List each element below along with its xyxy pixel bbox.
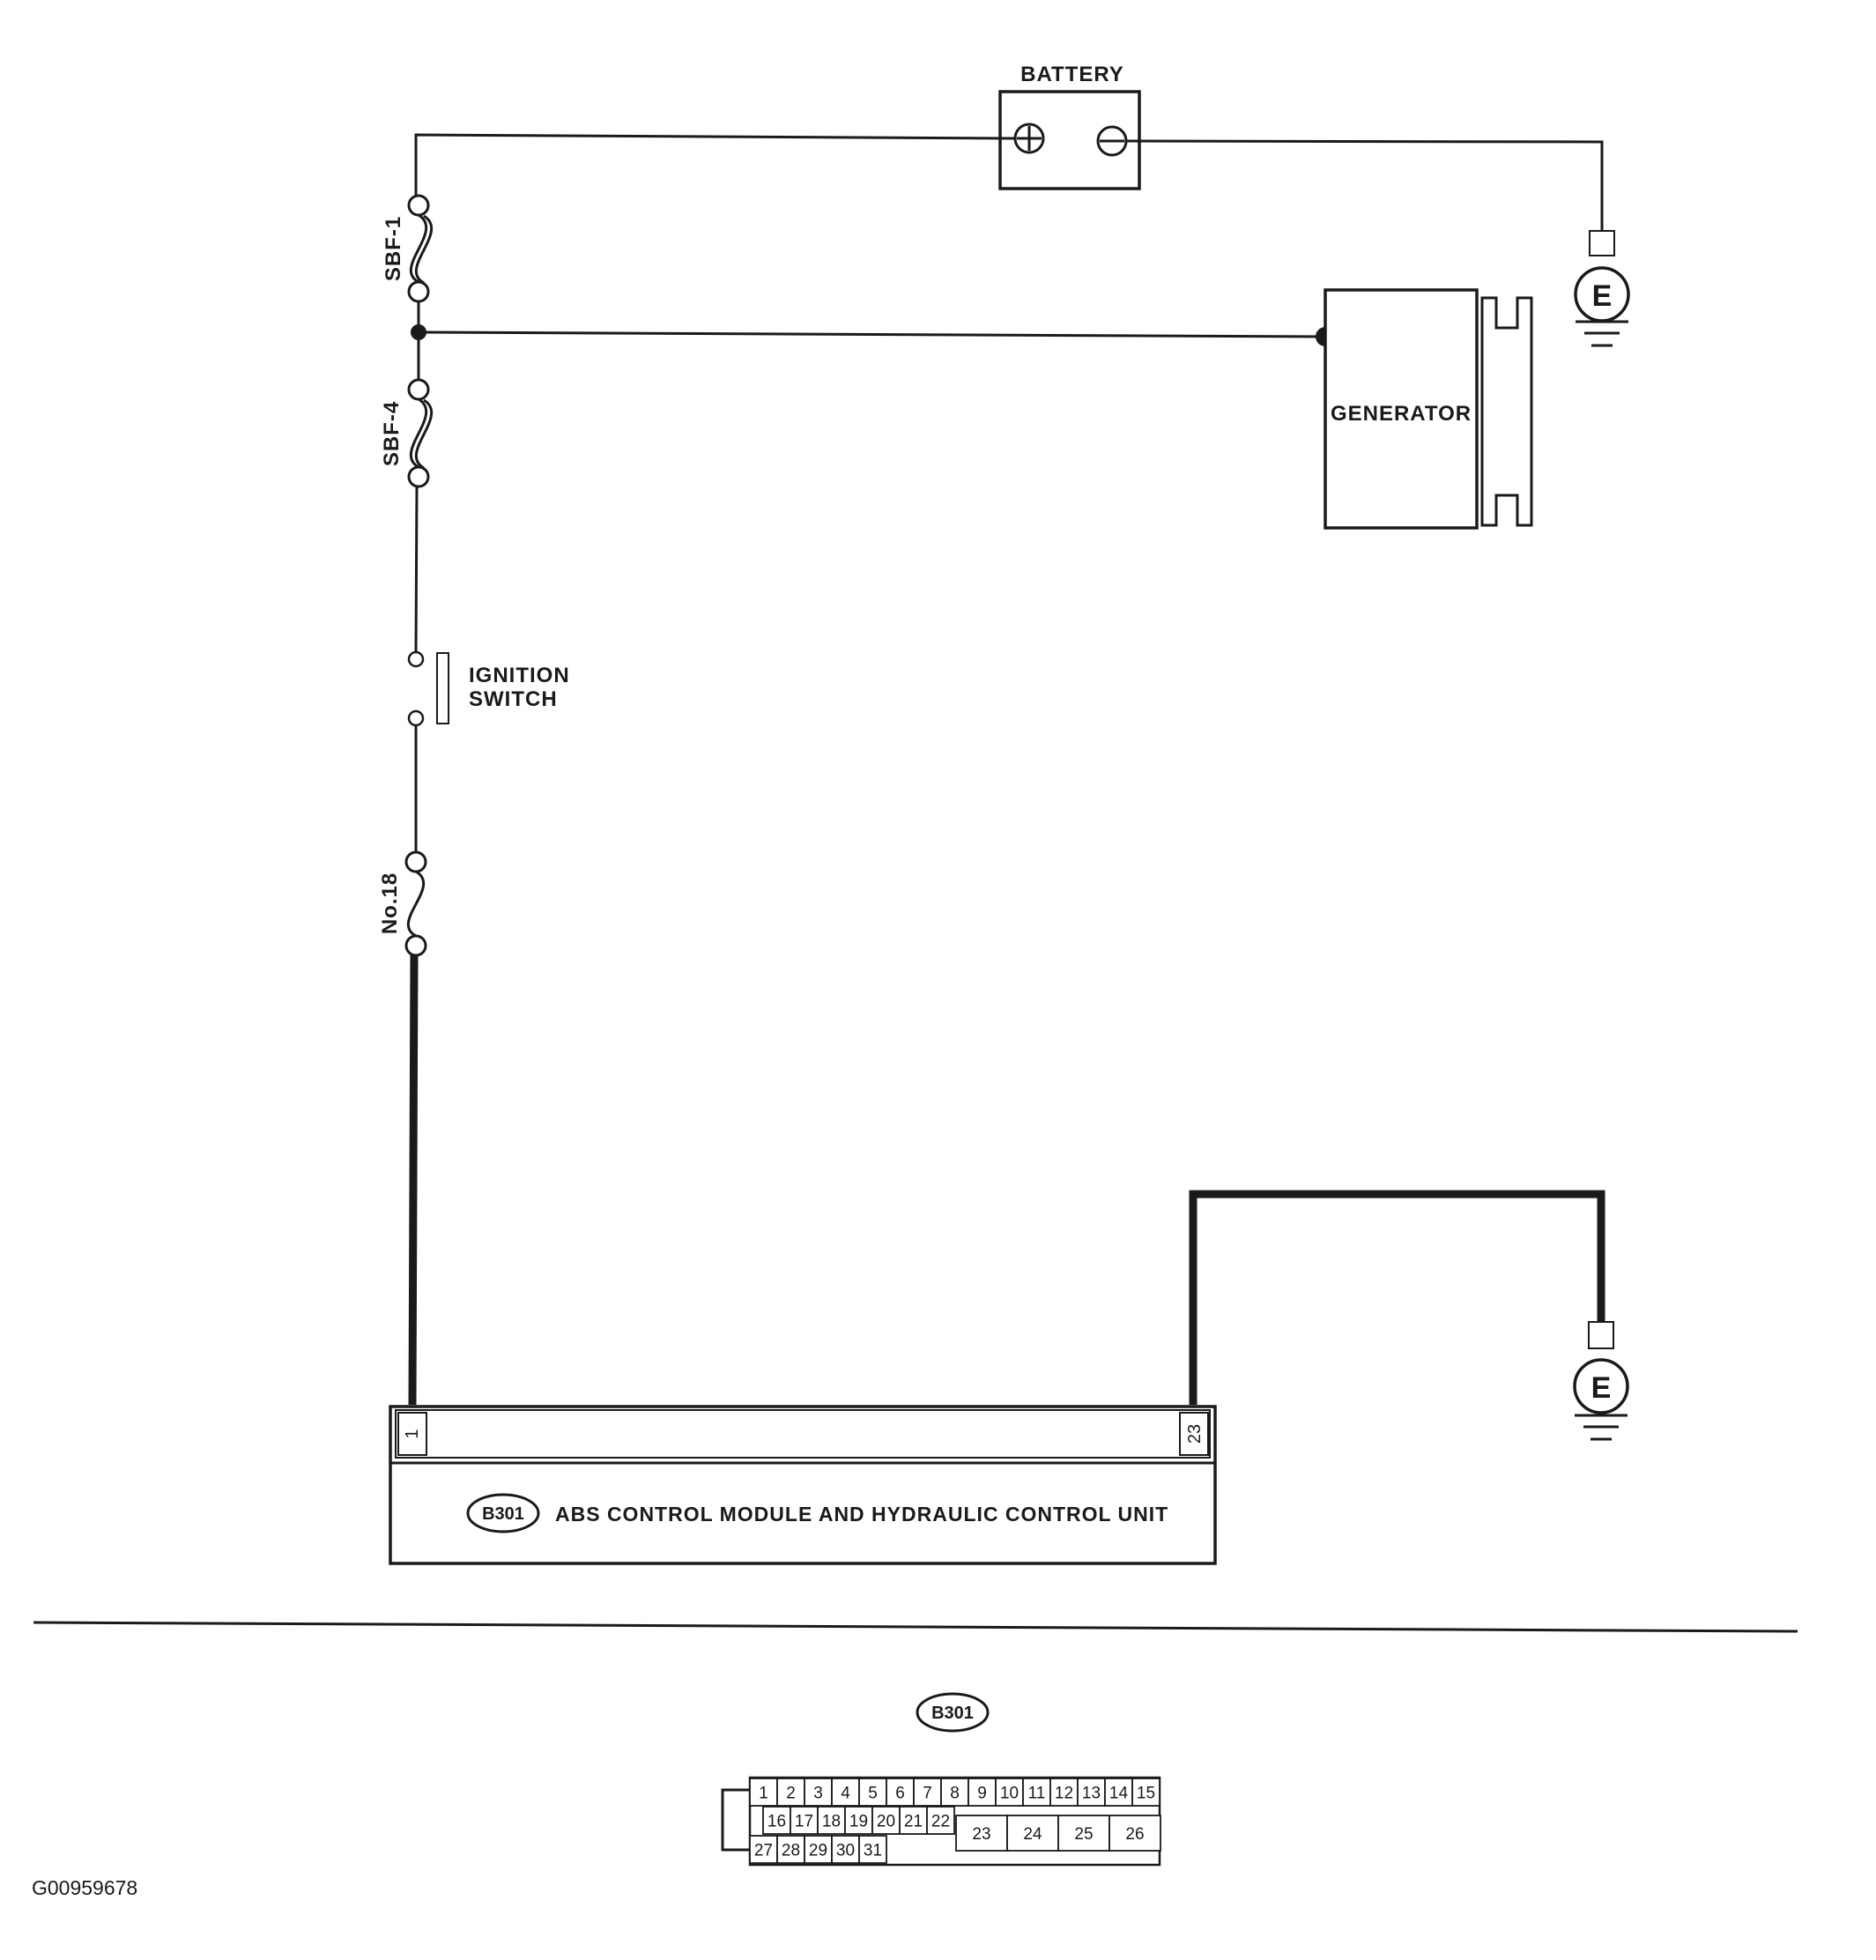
connector-cell <box>1104 1778 1133 1807</box>
connector-pin-label: 18 <box>822 1813 841 1831</box>
connector-pin-label: 22 <box>931 1813 950 1831</box>
connector-pin-label: 9 <box>977 1785 987 1803</box>
wire-sbf4-ignition <box>414 486 419 653</box>
generator-label: GENERATOR <box>1331 402 1472 426</box>
fuse-sbf-4-icon: SBF-4 <box>380 378 433 488</box>
ground-bottom-label: E <box>1591 1371 1612 1405</box>
connector-cell <box>899 1806 928 1835</box>
ignition-switch-label-line1: IGNITION <box>469 664 570 687</box>
wire-pin23-ground <box>1189 1190 1605 1405</box>
connector-pin-label: 1 <box>759 1785 768 1803</box>
connector-cell <box>858 1778 887 1807</box>
pin-1-label: 1 <box>403 1429 422 1438</box>
connector-pin-label: 11 <box>1028 1785 1046 1803</box>
connector-pin-label: 26 <box>1125 1825 1144 1844</box>
figure-id: G00959678 <box>32 1876 137 1899</box>
connector-cell <box>804 1778 833 1807</box>
connector-cell <box>1109 1815 1161 1852</box>
fuse-no18-icon: No.18 <box>378 850 427 957</box>
connector-badge-b301: B301 <box>466 1493 540 1533</box>
fuse-sbf-1-label: SBF-1 <box>382 216 405 281</box>
fuse-no18-label: No.18 <box>378 872 402 934</box>
connector-pin-label: 27 <box>754 1842 773 1860</box>
svg-text:B301: B301 <box>931 1704 974 1723</box>
connector-cell <box>940 1778 969 1807</box>
abs-module: 1 23 B301 ABS CONTROL MODULE AND HYDRAUL… <box>389 1405 1217 1565</box>
connector-pin-label: 19 <box>849 1813 868 1831</box>
connector-pin-label: 2 <box>786 1785 796 1803</box>
connector-cell <box>804 1835 833 1864</box>
connector-cell <box>858 1835 887 1864</box>
ignition-switch-label-line2: SWITCH <box>469 687 558 711</box>
connector-pin-label: 4 <box>841 1785 850 1803</box>
connector-pin-label: 8 <box>950 1785 960 1803</box>
pin-23-cell <box>1179 1412 1209 1456</box>
battery: BATTERY <box>998 63 1141 190</box>
pin-23-label: 23 <box>1185 1424 1205 1444</box>
connector-pin-label: 15 <box>1137 1785 1155 1803</box>
connector-cell <box>1131 1778 1160 1807</box>
connector-pin-label: 28 <box>782 1842 800 1860</box>
connector-cell <box>955 1815 1008 1852</box>
connector-pin-label: 16 <box>767 1813 786 1831</box>
connector-pin-label: 6 <box>895 1785 905 1803</box>
ground-bottom-icon: E <box>1573 1321 1629 1441</box>
svg-text:B301: B301 <box>482 1504 524 1524</box>
battery-positive-terminal-icon <box>1013 122 1045 154</box>
connector-pin-label: 23 <box>972 1825 990 1844</box>
connector-cell <box>926 1806 955 1835</box>
connector-cell <box>831 1778 860 1807</box>
abs-module-label: ABS CONTROL MODULE AND HYDRAULIC CONTROL… <box>555 1503 1168 1526</box>
wire-fuse18-pin1 <box>408 954 419 1406</box>
connector-cell <box>886 1778 915 1807</box>
connector-cell <box>831 1835 860 1864</box>
wire-junction-generator <box>418 330 1326 338</box>
connector-pin-label: 25 <box>1074 1825 1093 1844</box>
connector-pin-label: 29 <box>809 1842 827 1860</box>
connector-pin-label: 30 <box>836 1842 855 1860</box>
connector-pin-label: 24 <box>1023 1825 1042 1844</box>
connector-cell <box>749 1835 778 1864</box>
connector-pin-label: 31 <box>864 1842 882 1860</box>
battery-label: BATTERY <box>1020 63 1124 86</box>
connector-cell <box>913 1778 942 1807</box>
wire-battery-negative <box>1125 139 1604 231</box>
pin-1-cell <box>397 1412 427 1456</box>
fuse-sbf-1-icon: SBF-1 <box>382 194 433 303</box>
connector-pin-label: 5 <box>868 1785 878 1803</box>
connector-pin-label: 7 <box>923 1785 932 1803</box>
generator-body <box>1324 288 1479 530</box>
connector-latch <box>721 1788 750 1852</box>
ignition-switch-icon: IGNITION SWITCH <box>407 650 570 727</box>
connector-pin-label: 17 <box>795 1813 813 1831</box>
connector-pin-label: 20 <box>877 1813 895 1831</box>
fuse-sbf-4-label: SBF-4 <box>380 401 404 466</box>
junction-node <box>411 324 426 340</box>
connector-pin-label: 21 <box>904 1813 923 1831</box>
connector-view-badge-b301: B301 <box>916 1692 990 1733</box>
ground-top-label: E <box>1592 279 1613 313</box>
abs-module-connector-strip <box>395 1409 1211 1459</box>
connector-cell <box>749 1778 778 1807</box>
ground-top-icon: E <box>1574 230 1630 347</box>
connector-pin-label: 10 <box>1000 1785 1019 1803</box>
generator: GENERATOR <box>1324 288 1533 530</box>
connector-pin-label: 13 <box>1082 1785 1101 1803</box>
section-divider <box>33 1621 1798 1633</box>
connector-pin-label: 3 <box>813 1785 823 1803</box>
connector-cell <box>844 1806 873 1835</box>
generator-pulley-icon <box>1480 296 1533 527</box>
connector-cell <box>762 1806 791 1835</box>
connector-pin-label: 12 <box>1055 1785 1073 1803</box>
wire-battery-positive <box>414 133 1016 196</box>
connector-pin-label: 14 <box>1109 1785 1129 1803</box>
